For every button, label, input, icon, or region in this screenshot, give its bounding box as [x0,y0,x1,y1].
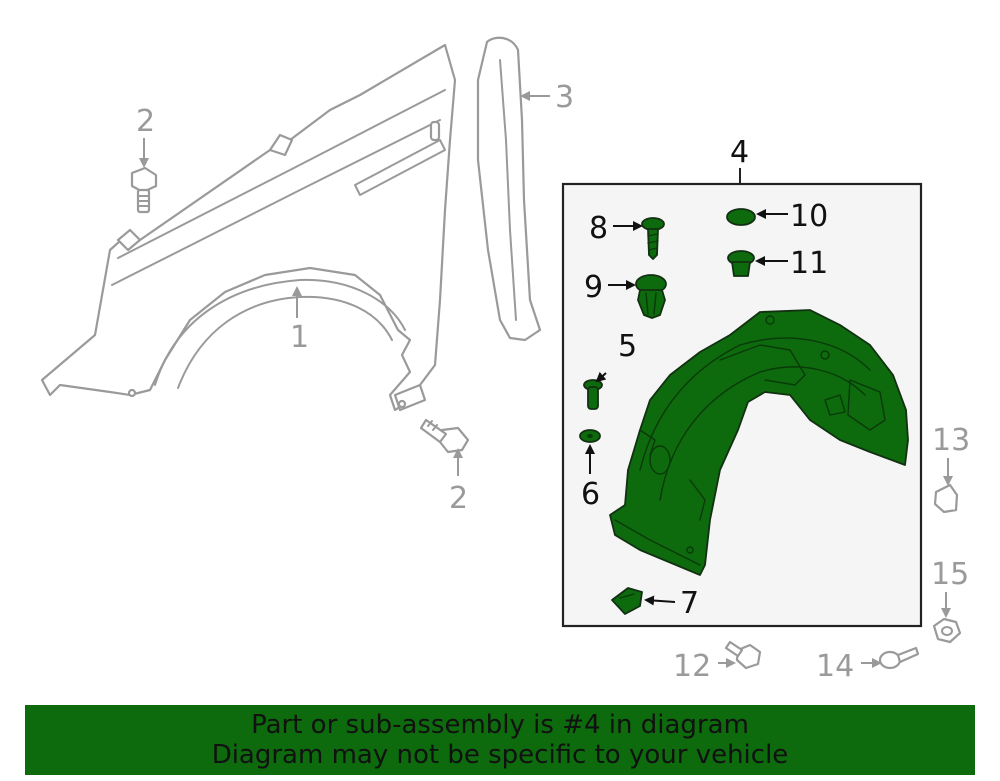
screw-part[interactable] [641,217,665,260]
callout-6: 6 [581,477,600,512]
screw-14-part[interactable] [878,646,920,670]
callout-15: 15 [931,557,969,592]
banner-line-1: Part or sub-assembly is #4 in diagram [251,710,749,740]
fender-trim-part[interactable] [476,36,542,342]
fender-liner-part[interactable] [609,309,909,576]
callout-5: 5 [618,329,637,364]
push-clip-part[interactable] [635,274,667,319]
banner-line-2: Diagram may not be specific to your vehi… [211,740,789,770]
fender-part[interactable] [40,43,457,412]
callout-11: 11 [790,246,828,281]
callout-2-lower: 2 [449,481,468,516]
callout-3: 3 [555,80,574,115]
parts-diagram: 1 2 2 3 4 5 6 7 8 9 10 11 12 13 14 15 [40,36,970,684]
callout-9: 9 [584,270,603,305]
callout-4: 4 [730,135,749,170]
callout-13: 13 [932,423,970,458]
callout-12: 12 [673,649,711,684]
callout-10: 10 [790,199,828,234]
callout-8: 8 [589,211,608,246]
washer-part[interactable] [726,208,756,226]
clip-part[interactable] [611,587,643,615]
callout-1: 1 [290,320,309,355]
callout-2-upper: 2 [136,104,155,139]
info-banner: Part or sub-assembly is #4 in diagram Di… [25,705,975,775]
callout-7: 7 [680,586,699,621]
grommet-part[interactable] [579,429,601,443]
leader-lines [139,91,953,668]
nut-15-part[interactable] [932,617,962,644]
bolt-upper[interactable] [130,166,158,214]
nut-clip-part[interactable] [727,250,755,277]
bolt-lower[interactable] [419,418,470,454]
bolt-12-part[interactable] [724,640,762,670]
pin-part[interactable] [583,379,603,410]
clip-13-part[interactable] [933,483,959,514]
callout-14: 14 [816,649,854,684]
